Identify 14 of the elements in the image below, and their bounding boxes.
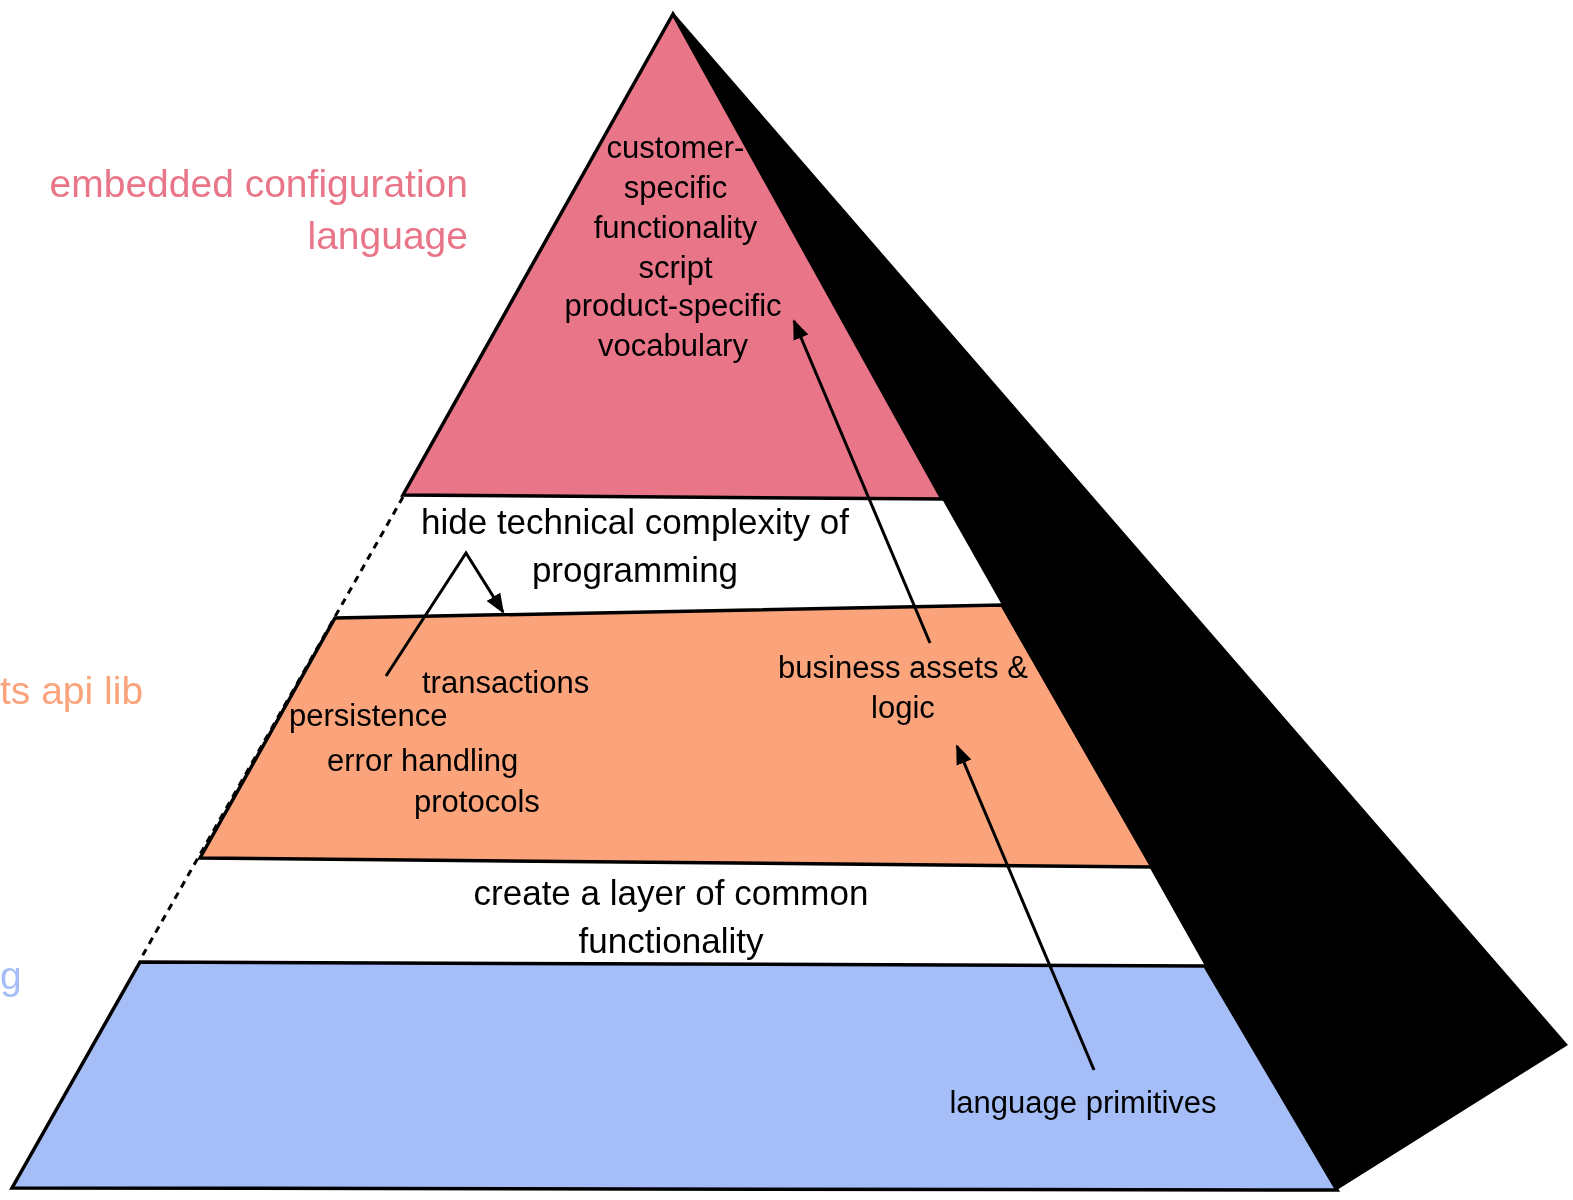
side-label: g [0,953,23,999]
arrow [792,319,932,644]
layer-text: protocols [414,783,541,821]
layer-text: error handling [327,742,520,780]
side-label: embedded configuration language [48,161,468,259]
band-caption: hide technical complexity of programming [420,501,850,591]
layer-text: language primitives [918,1083,1248,1123]
layer-text: product-specific vocabulary [548,286,798,366]
side-label: ts api lib [0,668,145,714]
arrow [384,550,505,677]
arrow [955,744,1096,1071]
layer-text: business assets & logic [778,648,1028,728]
band-caption: create a layer of common functionality [472,872,870,962]
pyramid-middle-layer [198,603,1154,869]
